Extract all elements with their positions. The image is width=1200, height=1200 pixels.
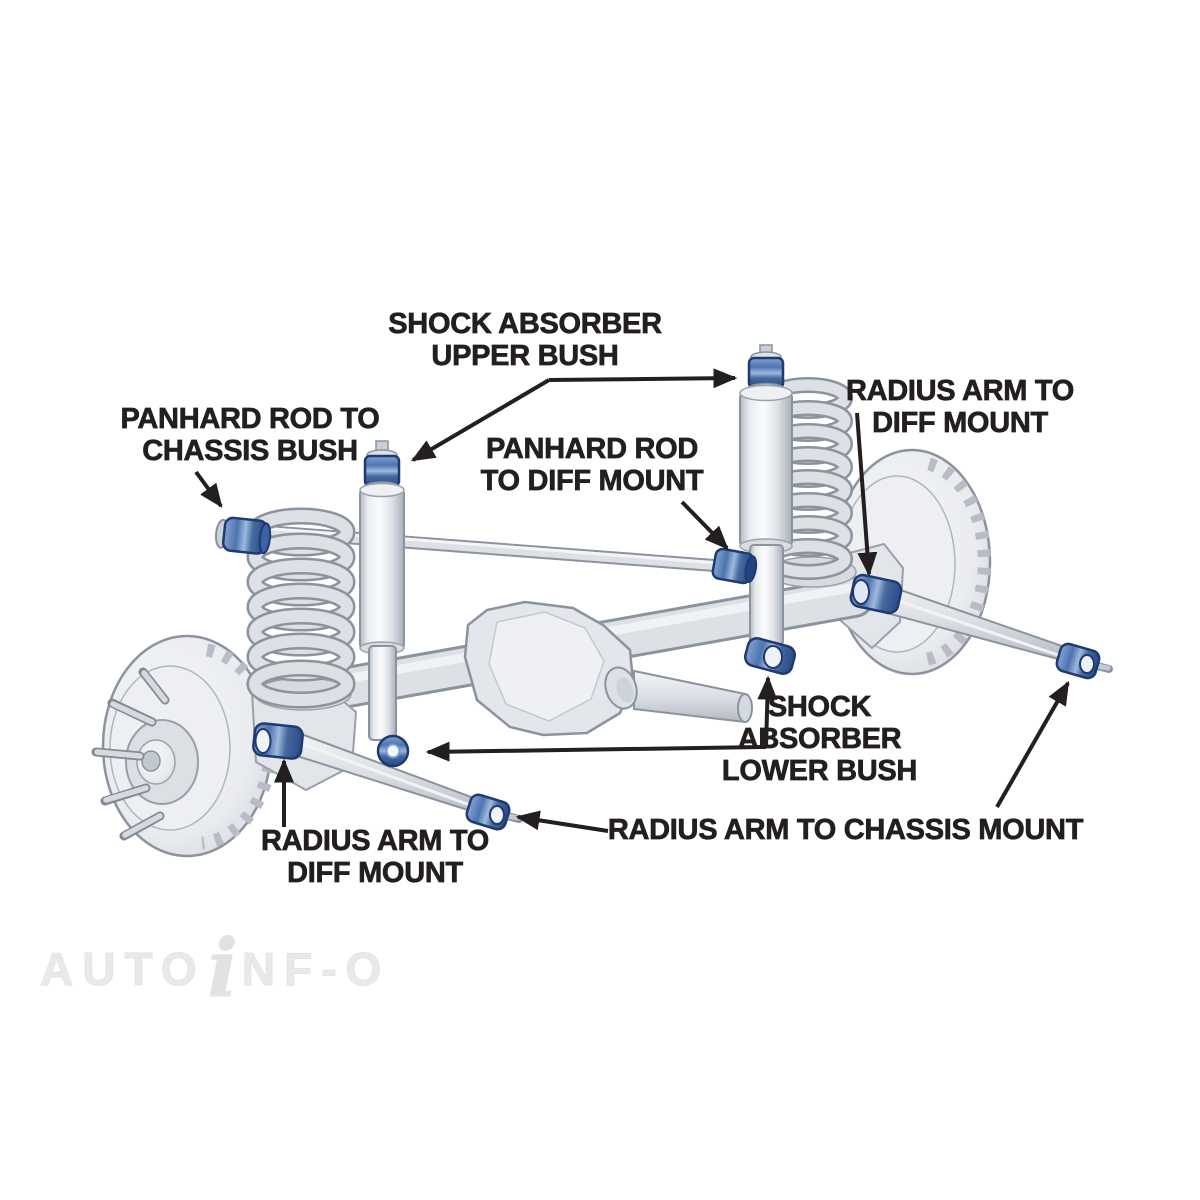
radius-arm-diff-bush-right bbox=[849, 573, 903, 615]
differential-housing bbox=[463, 600, 753, 737]
watermark-nfo: NF-O bbox=[241, 943, 391, 996]
radius-arm-diff-bush-left bbox=[252, 722, 304, 760]
arrow-radius-arm-diff-mount-right bbox=[855, 412, 878, 577]
radius-arm-chassis-bush-right bbox=[1055, 642, 1113, 680]
shock-lower-bush-left bbox=[376, 734, 410, 768]
arrow-shock-lower-bush bbox=[425, 675, 778, 762]
arrow-panhard-chassis-bush bbox=[194, 470, 223, 508]
arrow-radius-arm-chassis-mount-right bbox=[995, 680, 1070, 808]
radius-arm-left bbox=[252, 722, 523, 831]
label-panhard-rod-to-chassis-bush: PANHARD ROD TO CHASSIS BUSH bbox=[120, 403, 380, 467]
wheel-studs bbox=[91, 667, 170, 841]
callout-arrows bbox=[194, 368, 1070, 833]
watermark-auto: AUTO bbox=[40, 943, 206, 996]
arrow-panhard-diff-mount bbox=[680, 500, 729, 550]
label-radius-arm-to-chassis-mount: RADIUS ARM TO CHASSIS MOUNT bbox=[607, 814, 1084, 846]
brake-disc-left bbox=[91, 634, 278, 858]
shock-absorber-left bbox=[359, 440, 410, 768]
radius-arm-right bbox=[849, 573, 1113, 680]
shock-absorber-right bbox=[739, 344, 797, 675]
label-shock-absorber-upper-bush: SHOCK ABSORBER UPPER BUSH bbox=[388, 308, 662, 372]
wheel-hub bbox=[125, 719, 199, 805]
coil-spring-left bbox=[246, 507, 356, 711]
driveshaft bbox=[604, 666, 753, 724]
panhard-chassis-bush bbox=[214, 516, 272, 555]
label-radius-arm-to-diff-mount-upper-right: RADIUS ARM TO DIFF MOUNT bbox=[845, 375, 1075, 439]
panhard-diff-bush bbox=[711, 547, 758, 585]
watermark-i: i bbox=[207, 921, 238, 1015]
arrow-shock-upper-bush bbox=[410, 368, 738, 462]
arrow-radius-arm-chassis-mount-left bbox=[515, 810, 609, 833]
label-radius-arm-to-diff-mount-lower-left: RADIUS ARM TO DIFF MOUNT bbox=[260, 825, 490, 889]
label-panhard-rod-to-diff-mount: PANHARD ROD TO DIFF MOUNT bbox=[480, 433, 704, 497]
label-shock-absorber-lower-bush: SHOCK ABSORBER LOWER BUSH bbox=[721, 691, 918, 787]
shock-lower-bush-right bbox=[743, 637, 797, 675]
